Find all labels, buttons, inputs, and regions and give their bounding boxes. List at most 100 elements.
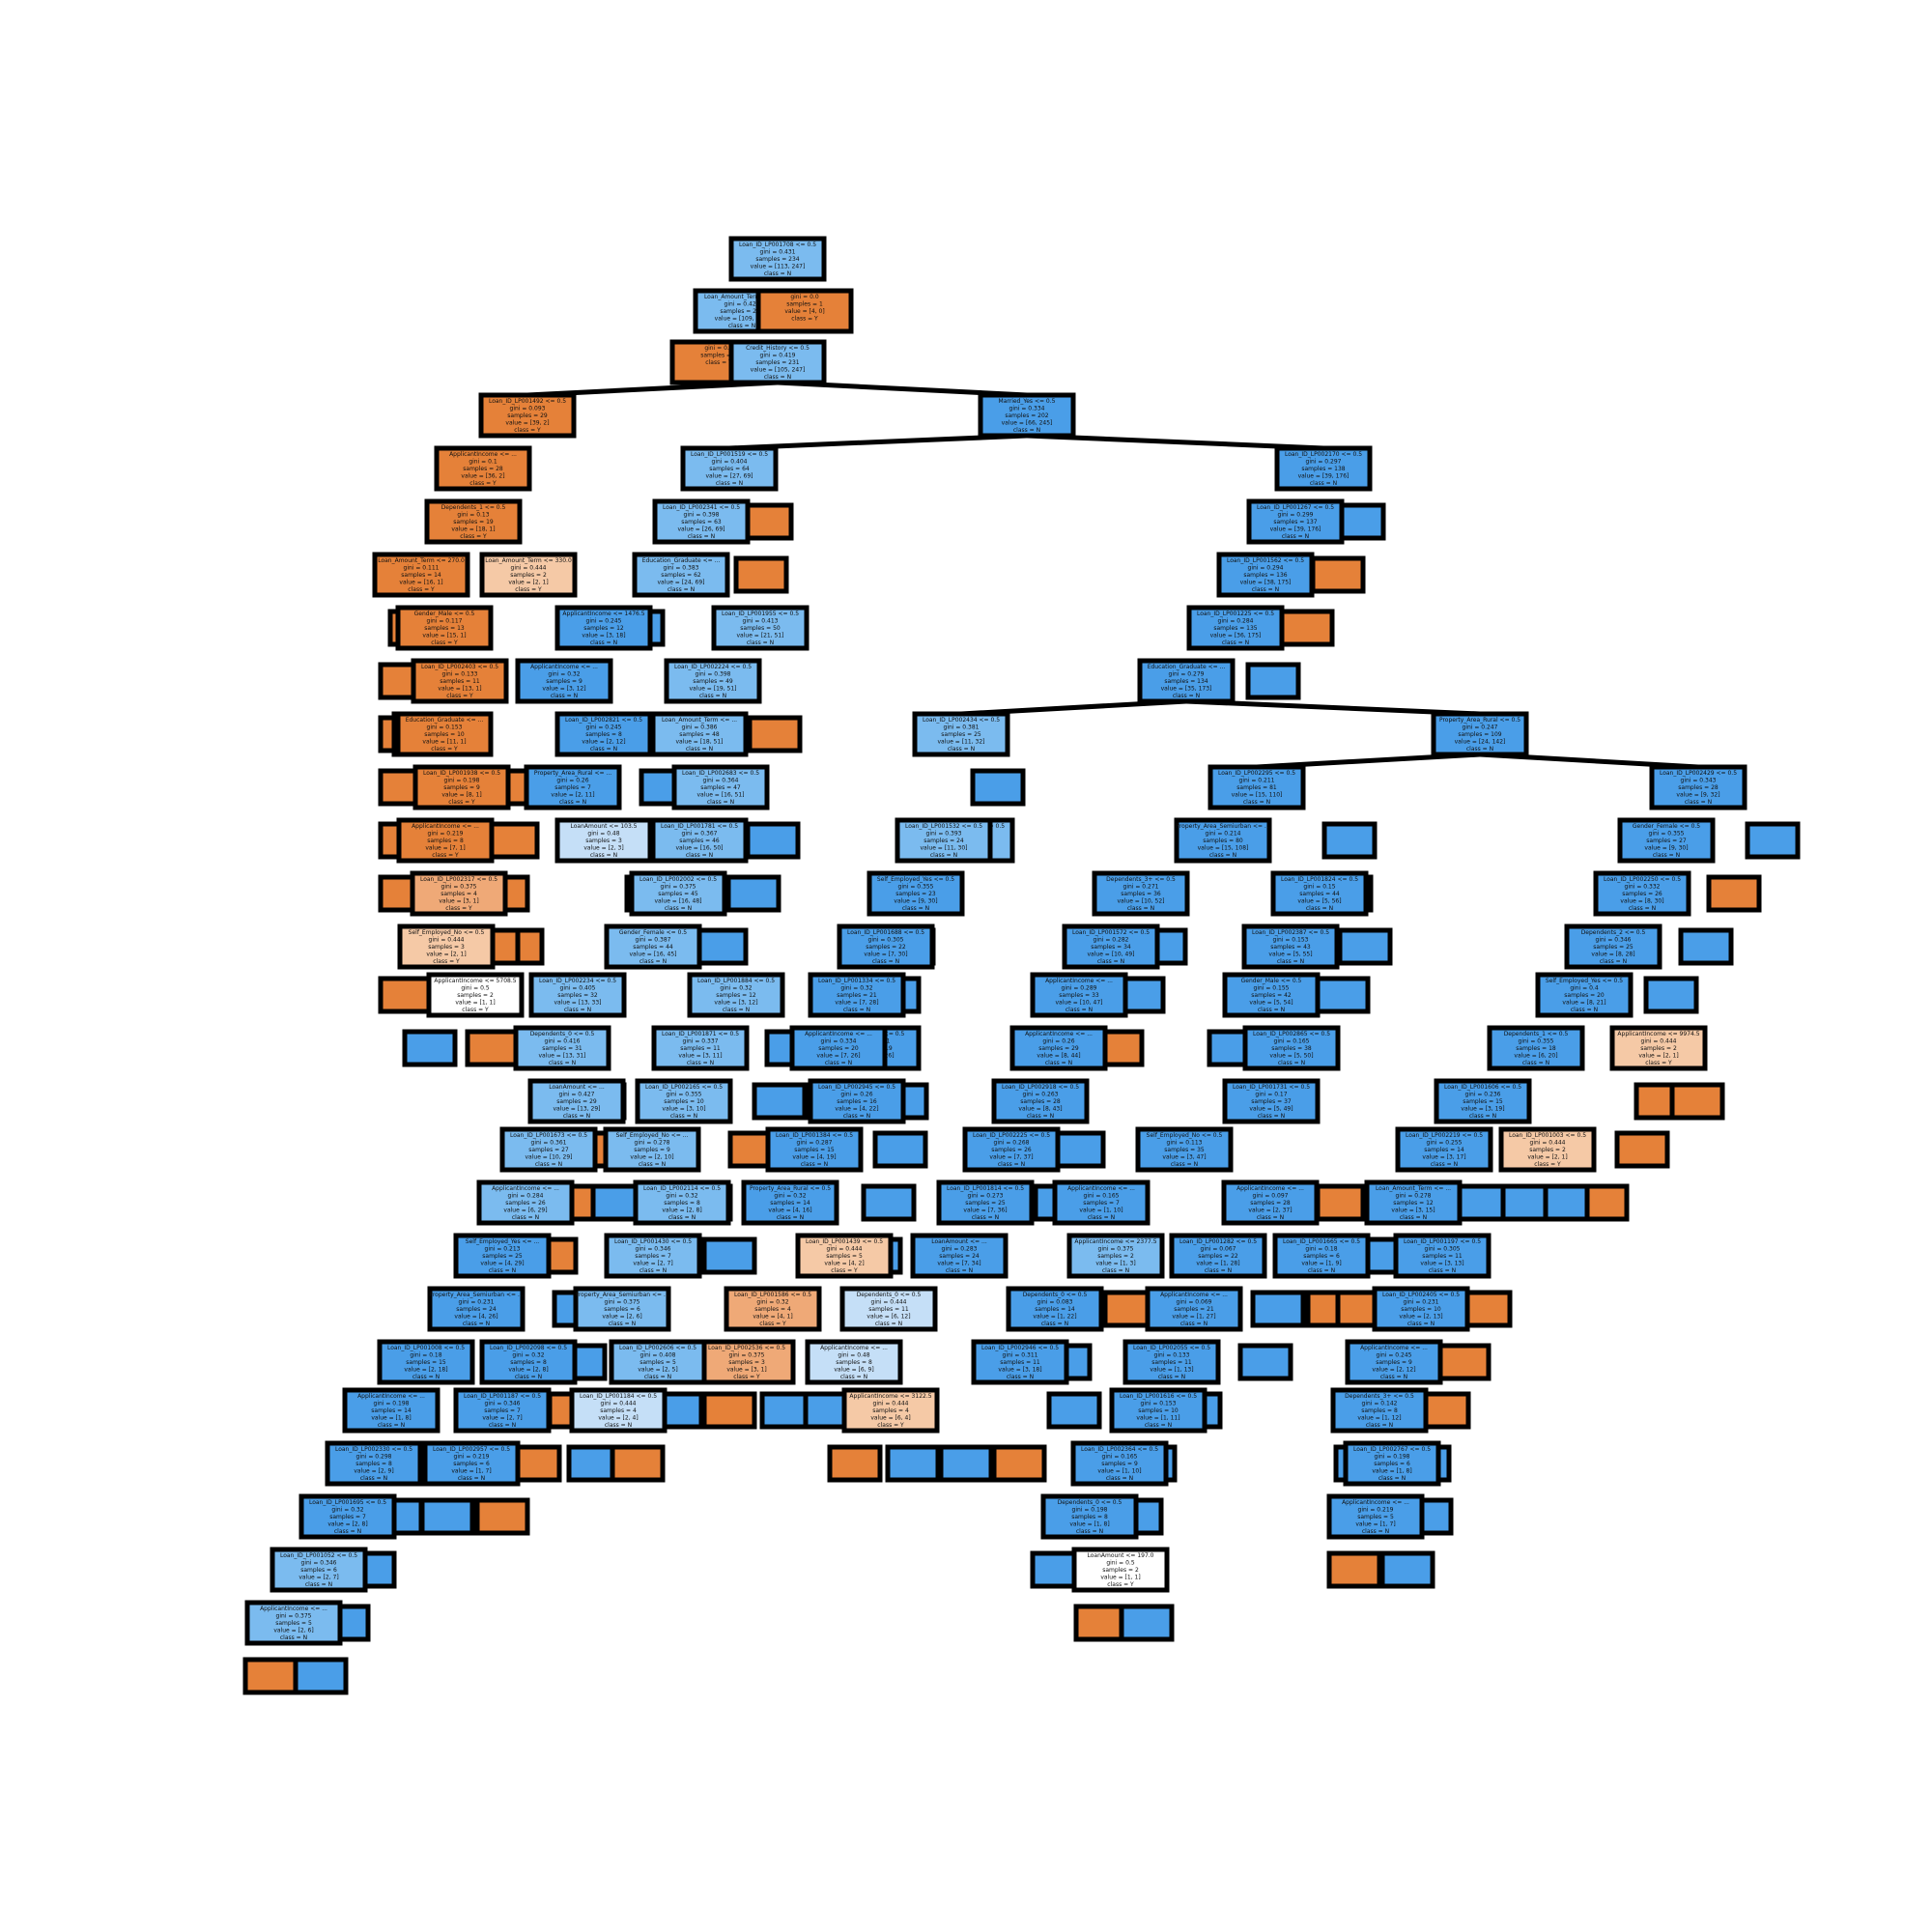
node-text-line: Gender_Female <= 0.5: [619, 929, 687, 936]
node-text-line: Credit_History <= 0.5: [746, 345, 810, 352]
node-text-line: value = [8, 28]: [1591, 952, 1634, 958]
tree-leaf-node: [1073, 1604, 1129, 1642]
node-text-line: gini = 0.425: [724, 301, 760, 308]
tree-node: Loan_Amount_Term <= ...gini = 0.425sampl…: [693, 288, 791, 334]
node-text-line: samples = 9: [443, 784, 480, 791]
tree-node: ApplicantIncome <= ...gini = 0.375sample…: [244, 1600, 343, 1646]
node-text-line: value = [38, 175]: [1240, 580, 1292, 586]
node-text-line: class = N: [639, 1267, 667, 1274]
node-text-line: Loan_Amount_Term <= ...: [1376, 1185, 1451, 1192]
node-text-line: value = [3, 11]: [678, 1053, 722, 1060]
node-text-line: gini = 0.375: [605, 1299, 640, 1306]
node-text-line: gini = 0.408: [640, 1352, 676, 1359]
node-text-line: Loan_ID_LP001871 <= 0.5: [662, 1031, 739, 1037]
node-text-line: gini = 0.5: [461, 985, 490, 992]
node-text-line: value = [3, 13]: [1420, 1261, 1463, 1267]
node-text-line: class = Y: [460, 533, 487, 540]
node-text-line: Loan_ID_LP002387 <= 0.5: [1252, 929, 1329, 936]
tree-node: Education_Graduate <= ...gini = 0.383sam…: [632, 552, 730, 598]
tree-leaf-node: [1669, 1082, 1725, 1121]
node-text-line: value = [6, 29]: [503, 1208, 547, 1214]
node-text-line: samples = 11: [1000, 1359, 1040, 1366]
node-text-line: gini = 0.165: [1084, 1193, 1120, 1200]
node-text-line: samples = 48: [679, 731, 720, 738]
node-text-line: gini = 0.361: [531, 1140, 567, 1147]
node-text-line: Property_Area_Semiurban <= ...: [429, 1292, 523, 1298]
tree-node: Property_Area_Semiurban <= ...gini = 0.3…: [573, 1286, 671, 1332]
node-text-line: class = N: [590, 639, 617, 646]
node-text-line: class = N: [515, 1374, 542, 1380]
node-text-line: value = [3, 18]: [998, 1367, 1041, 1374]
node-text-line: gini = 0.343: [1681, 778, 1717, 784]
node-text-line: value = [1, 8]: [1372, 1468, 1411, 1475]
node-text-line: gini = 0.097: [1253, 1193, 1289, 1200]
node-text-line: value = [39, 176]: [1298, 473, 1350, 480]
node-text-line: class = N: [665, 905, 692, 912]
node-text-line: class = N: [1007, 1374, 1034, 1380]
node-text-line: Loan_ID_LP002821 <= 0.5: [565, 717, 642, 724]
node-text-line: Dependents_3+ <= 0.5: [1106, 876, 1176, 883]
node-text-line: gini = 0.444: [429, 937, 465, 944]
node-text-line: Self_Employed_No <= 0.5: [1147, 1132, 1223, 1139]
node-text-line: class = Y: [705, 359, 732, 366]
node-text-line: Loan_Amount_Term <= 270.0: [378, 557, 465, 564]
node-text-line: samples = 8: [585, 731, 622, 738]
tree-leaf-node: [1046, 1391, 1102, 1430]
node-text-line: class = N: [1127, 905, 1154, 912]
node-text-line: gini = 0.32: [512, 1352, 544, 1359]
node-text-line: value = [2, 9]: [354, 1468, 393, 1475]
node-text-line: value = [2, 3]: [583, 845, 623, 852]
node-text-line: class = N: [875, 1321, 902, 1327]
node-text-line: value = [7, 26]: [816, 1053, 860, 1060]
node-text-line: value = [1, 8]: [371, 1415, 411, 1422]
node-text-line: class = N: [360, 1475, 387, 1482]
node-text-line: gini = 0.444: [1641, 1038, 1677, 1045]
node-text-line: gini = 0.48: [587, 831, 619, 838]
node-text-line: samples = 80: [1203, 838, 1243, 844]
node-text-line: samples = 18: [1516, 1045, 1556, 1052]
node-text-line: gini = 0.305: [868, 937, 904, 944]
node-text-line: ApplicantIncome <= ...: [449, 451, 517, 458]
node-text-line: class = N: [872, 958, 899, 965]
node-text-line: ApplicantIncome <= 5708.5: [434, 978, 516, 984]
node-text-line: samples = 8: [1361, 1407, 1398, 1414]
node-text-line: samples = 7: [1083, 1200, 1120, 1207]
node-text-line: class = N: [378, 1422, 405, 1429]
node-text-line: class = N: [747, 639, 774, 646]
node-text-line: value = [2, 6]: [602, 1314, 641, 1321]
node-text-line: class = N: [843, 1007, 870, 1013]
node-text-line: class = N: [535, 1161, 562, 1168]
node-text-line: gini = 0.283: [942, 1246, 978, 1253]
node-text-line: value = [9, 30]: [894, 898, 937, 905]
node-text-line: value = [18, 51]: [676, 739, 724, 746]
node-text-line: gini = 0.219: [428, 831, 464, 838]
node-text-line: class = N: [699, 693, 726, 699]
node-text-line: value = [4, 16]: [768, 1208, 811, 1214]
tree-leaf-node: [484, 821, 540, 860]
node-text-line: samples = 10: [1401, 1306, 1441, 1313]
node-text-line: class = N: [1282, 533, 1309, 540]
node-text-line: gini = 0.297: [1306, 459, 1342, 466]
node-text-line: gini = 0.198: [1375, 1454, 1410, 1461]
tree-leaf-node: [885, 1444, 941, 1483]
node-text-line: class = N: [1041, 1321, 1068, 1327]
node-text-line: value = [4, 0]: [784, 308, 824, 315]
node-text-line: ApplicantIncome <= ...: [1160, 1292, 1228, 1298]
node-text-line: class = N: [764, 374, 791, 381]
node-text-line: value = [15, 1]: [422, 633, 466, 639]
node-text-line: value = [16, 51]: [697, 792, 745, 799]
tree-leaf-node: [1245, 662, 1301, 700]
node-text-line: Loan_ID_LP002536 <= 0.5: [708, 1345, 785, 1351]
node-text-line: class = N: [902, 905, 929, 912]
node-text-line: class = N: [463, 1321, 490, 1327]
